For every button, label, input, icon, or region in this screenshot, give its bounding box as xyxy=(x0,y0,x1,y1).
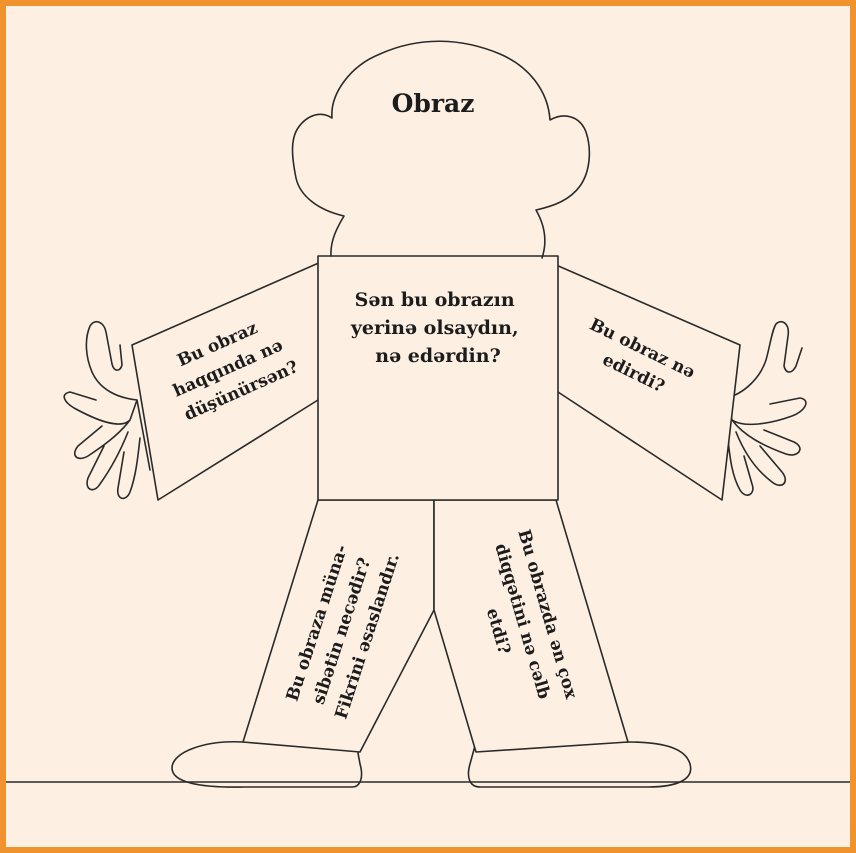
left-foot xyxy=(171,741,363,788)
torso-text: Sən bu obrazın yerinə olsaydın, nə edərd… xyxy=(350,289,525,367)
head-outline xyxy=(291,40,591,259)
torso-box xyxy=(317,255,559,501)
head-title: Obraz xyxy=(392,89,475,118)
right-hand xyxy=(717,320,807,496)
left-hand xyxy=(63,320,151,500)
torso-line-1: Sən bu obrazın xyxy=(355,289,515,311)
torso-line-3: nə edərdin? xyxy=(375,345,500,367)
torso-line-2: yerinə olsaydın, xyxy=(350,317,519,339)
right-foot xyxy=(467,741,692,788)
